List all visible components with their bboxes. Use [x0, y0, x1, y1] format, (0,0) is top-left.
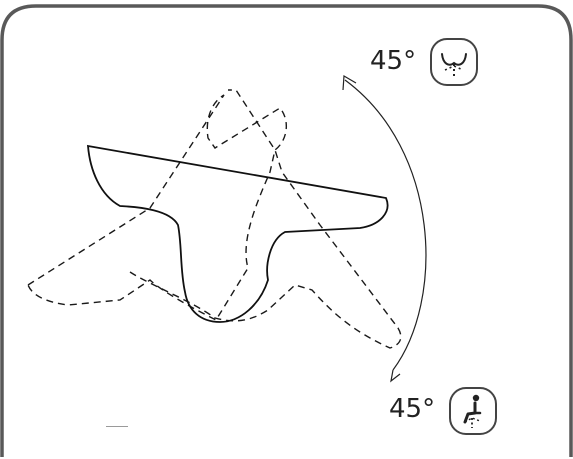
rotation-arc	[344, 79, 427, 371]
tilt-up-button[interactable]	[429, 37, 479, 87]
tilt-down-button[interactable]	[448, 386, 498, 436]
angle-label-top: 45°	[370, 46, 417, 76]
angle-label-bottom: 45°	[389, 394, 436, 424]
seated-person-tilt-icon	[449, 387, 497, 435]
headrest-tilt-up-icon	[430, 38, 478, 86]
headrest-tilted-down-outline	[129, 89, 402, 349]
arc-arrowhead-top	[342, 74, 357, 91]
arc-arrowhead-bottom	[390, 369, 401, 383]
frame-border	[0, 4, 573, 457]
bottom-dash-mark	[106, 426, 128, 427]
headrest-neutral-outline	[87, 144, 389, 323]
headrest-tilted-up-outline	[27, 94, 287, 321]
